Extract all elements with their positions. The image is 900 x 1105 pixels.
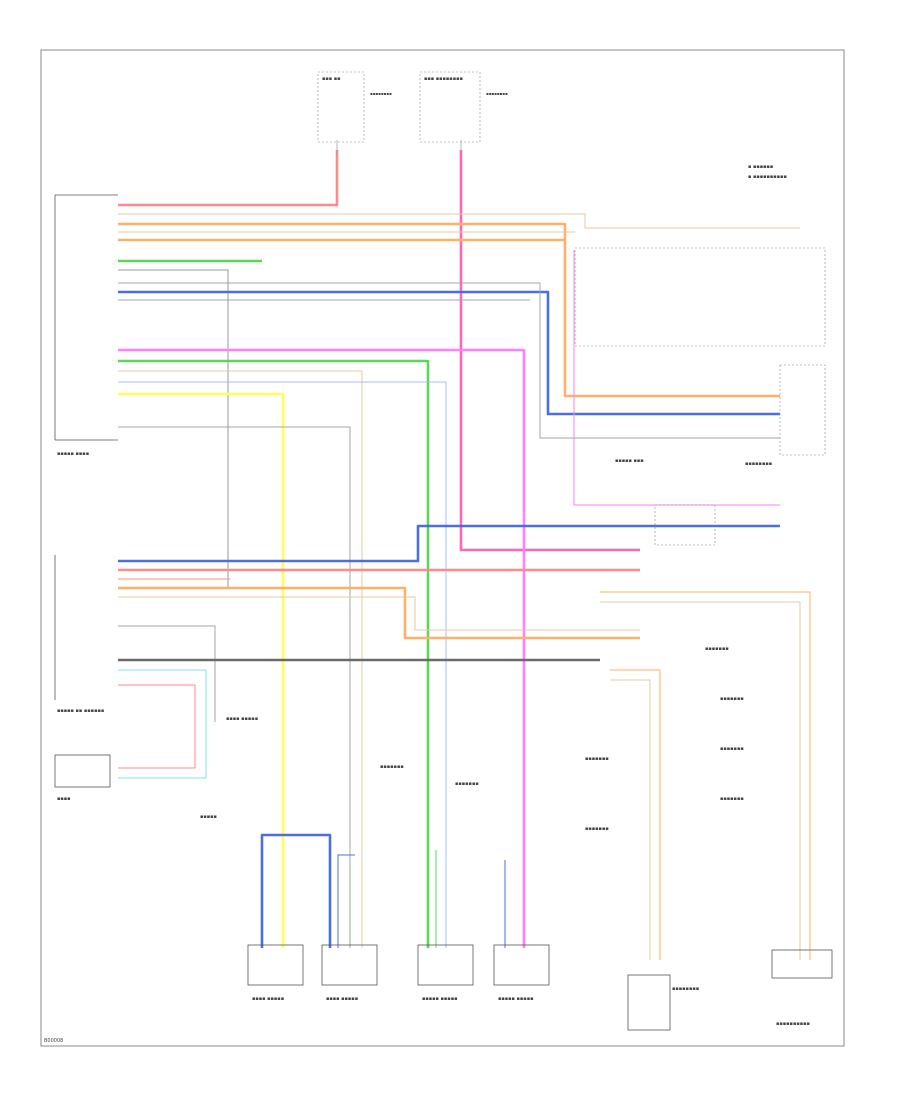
speaker-4-caption: ▪▪▪▪▪ ▪▪▪▪▪: [498, 996, 533, 1002]
relay-label: ▪▪▪▪▪ ▪▪▪: [615, 458, 644, 464]
module-caption: ▪▪▪▪▪ ▪▪ ▪▪▪▪▪▪: [57, 708, 104, 714]
fuse-note-2: ▪▪▪▪▪▪▪▪: [486, 91, 508, 96]
wire-blue-speaker-1: [260, 833, 332, 948]
wire-magenta-1: [118, 348, 526, 948]
fuse-label-2: ▪▪▪ ▪▪▪▪▪▪▪▪: [424, 76, 463, 82]
radio-connector-box-2: [55, 194, 118, 441]
fuse-label-1: ▪▪▪ ▪▪: [322, 76, 341, 82]
legend-1: ▪ ▪▪▪▪▪▪: [748, 164, 773, 170]
wire-lightblue-1: [118, 381, 447, 948]
switch-box-2: [779, 364, 826, 456]
right-label-3: ▪▪▪▪▪▪▪: [720, 746, 744, 752]
wire-gray-2: [118, 282, 780, 439]
amp-caption-2: ▪▪▪▪▪▪▪▪▪▪: [776, 1021, 810, 1027]
ground-label: ▪▪▪▪▪: [200, 814, 217, 820]
wire-gray-5: [118, 625, 216, 722]
small-box-caption: ▪▪▪▪: [57, 796, 71, 802]
fuse-block-2: [419, 71, 481, 143]
amp-caption-1: ▪▪▪▪▪▪▪▪: [672, 986, 699, 992]
wire-orange-right: [600, 591, 811, 960]
right-label-2: ▪▪▪▪▪▪▪: [720, 696, 744, 702]
speaker-1-caption: ▪▪▪▪ ▪▪▪▪▪: [252, 996, 284, 1002]
wire-blue-speaker-2: [337, 854, 355, 948]
speaker-3: [417, 944, 474, 986]
right-label-5: ▪▪▪▪▪▪▪: [585, 756, 609, 762]
wire-gray-4: [118, 426, 351, 948]
right-label-4: ▪▪▪▪▪▪▪: [720, 796, 744, 802]
right-label-1: ▪▪▪▪▪▪▪: [705, 646, 729, 652]
radio-caption: ▪▪▪▪▪ ▪▪▪▪: [57, 451, 89, 457]
wire-tan-right-2: [610, 679, 651, 960]
wire-orange-3: [118, 586, 640, 640]
center-callout-2: ▪▪▪▪▪▪▪: [455, 781, 479, 787]
wire-cyan-1: [118, 669, 207, 779]
fuse-note-1: ▪▪▪▪▪▪▪▪: [370, 91, 392, 96]
wire-gray-1: [118, 269, 229, 587]
switch-box-1: [574, 247, 826, 347]
wire-tan-3: [118, 370, 363, 948]
ground-note: ▪▪▪▪ ▪▪▪▪▪: [226, 716, 258, 722]
wire-blue-1: [118, 290, 780, 416]
amp-connector-1: [627, 974, 671, 1031]
fuse-block-1: [317, 71, 365, 143]
speaker-2: [321, 944, 378, 986]
diagram-border: [40, 49, 845, 1047]
figure-id: B00008: [44, 1038, 63, 1044]
wire-green-2: [118, 359, 430, 948]
wires: [118, 150, 811, 960]
switch-label: ▪▪▪▪▪▪▪▪: [745, 461, 772, 467]
speaker-3-caption: ▪▪▪▪▪ ▪▪▪▪▪: [422, 996, 457, 1002]
legend-2: ▪ ▪▪▪▪▪▪▪▪▪▪: [748, 174, 787, 180]
small-box: [54, 754, 111, 788]
wire-blue-2: [118, 524, 780, 563]
wire-tan-1: [118, 213, 800, 229]
wire-tan-right: [600, 601, 801, 960]
relay-box: [654, 504, 716, 546]
wire-tan-4: [118, 596, 640, 631]
speaker-1: [247, 944, 304, 986]
speaker-2-caption: ▪▪▪▪ ▪▪▪▪▪: [326, 996, 358, 1002]
wire-yellow-1: [118, 392, 285, 948]
wire-orange-right-2: [610, 669, 661, 960]
wire-orange-1: [118, 222, 780, 398]
right-label-6: ▪▪▪▪▪▪▪: [585, 826, 609, 832]
center-callout-1: ▪▪▪▪▪▪▪: [380, 764, 404, 770]
components: ▪▪▪ ▪▪ ▪▪▪ ▪▪▪▪▪▪▪▪ ▪▪▪▪▪▪▪▪ ▪▪▪▪▪▪▪▪ ▪▪…: [44, 71, 833, 1044]
amp-connector-2: [771, 949, 833, 979]
speaker-4: [493, 944, 550, 986]
wire-red-4: [118, 684, 196, 769]
wire-fuse1-red: [118, 150, 339, 207]
